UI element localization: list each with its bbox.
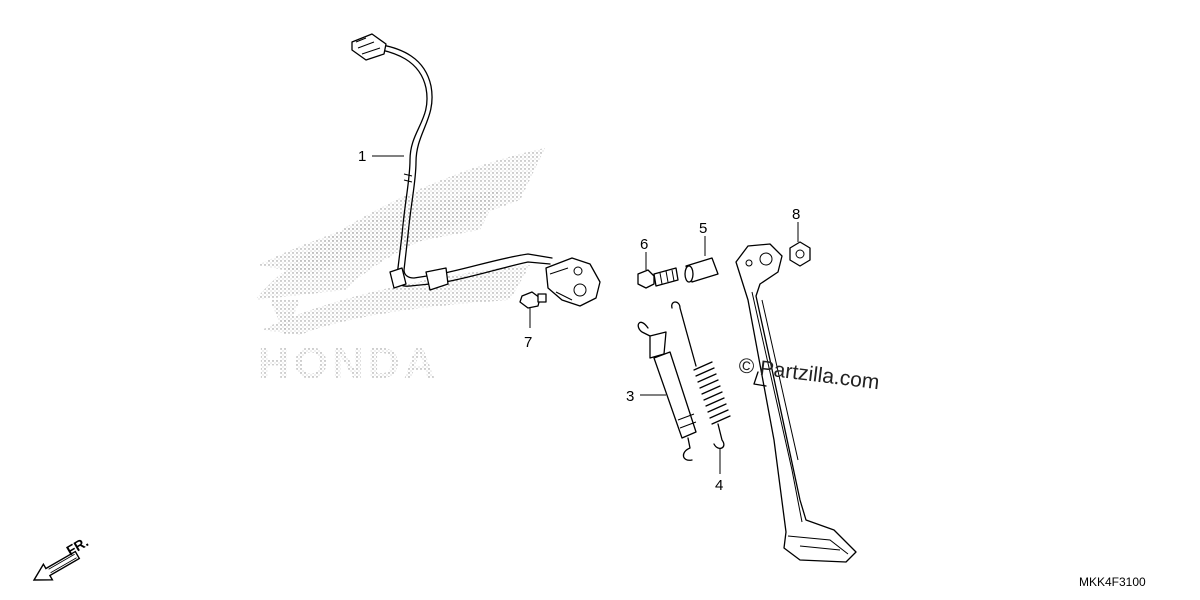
part-3-spring [637,321,697,461]
part-4-spring [671,301,731,449]
front-direction-arrow-icon [32,550,81,581]
callout-3: 3 [626,388,634,405]
part-6-pivot-bolt [637,267,679,289]
side-stand [735,243,857,563]
callout-1: 1 [358,148,366,165]
callout-8: 8 [792,206,800,223]
callout-5: 5 [699,220,707,237]
part-5-collar [684,257,719,283]
direction-label: FR. [64,533,92,558]
part-7-bolt [519,291,547,309]
honda-wing-logo: HONDA [255,148,545,388]
callout-6: 6 [640,236,648,253]
diagram-code: MKK4F3100 [1079,575,1146,589]
callout-4: 4 [715,477,723,494]
callout-7: 7 [524,334,532,351]
partzilla-watermark: © Partzilla.com [737,354,880,394]
part-8-nut [789,241,811,267]
part-1-sensor-harness [351,33,601,307]
honda-logo-text: HONDA [258,339,439,388]
leader-lines [372,155,799,474]
